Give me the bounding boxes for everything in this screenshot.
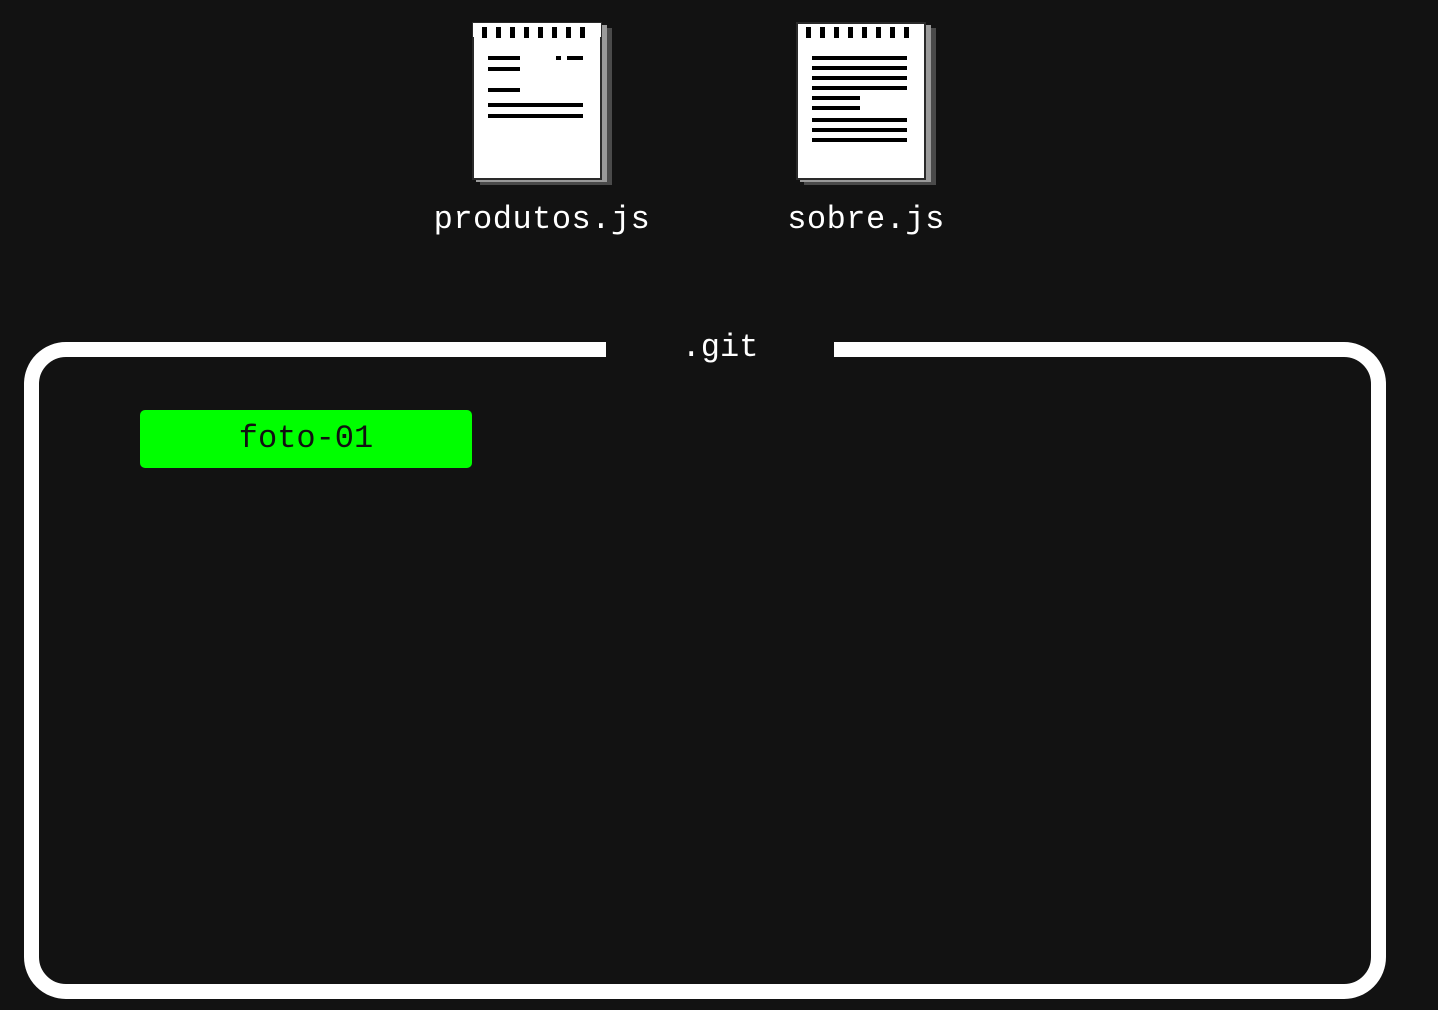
repository-label: .git	[606, 332, 834, 367]
notepad-icon	[472, 22, 612, 185]
file-produtos[interactable]: produtos.js	[412, 22, 672, 238]
commit-badge[interactable]: foto-01	[140, 410, 472, 468]
file-sobre[interactable]: sobre.js	[736, 22, 996, 238]
git-repository-box: .git foto-01	[24, 332, 1386, 999]
notepad-icon	[796, 22, 936, 185]
file-name-label: produtos.js	[433, 201, 651, 238]
file-name-label: sobre.js	[787, 201, 945, 238]
